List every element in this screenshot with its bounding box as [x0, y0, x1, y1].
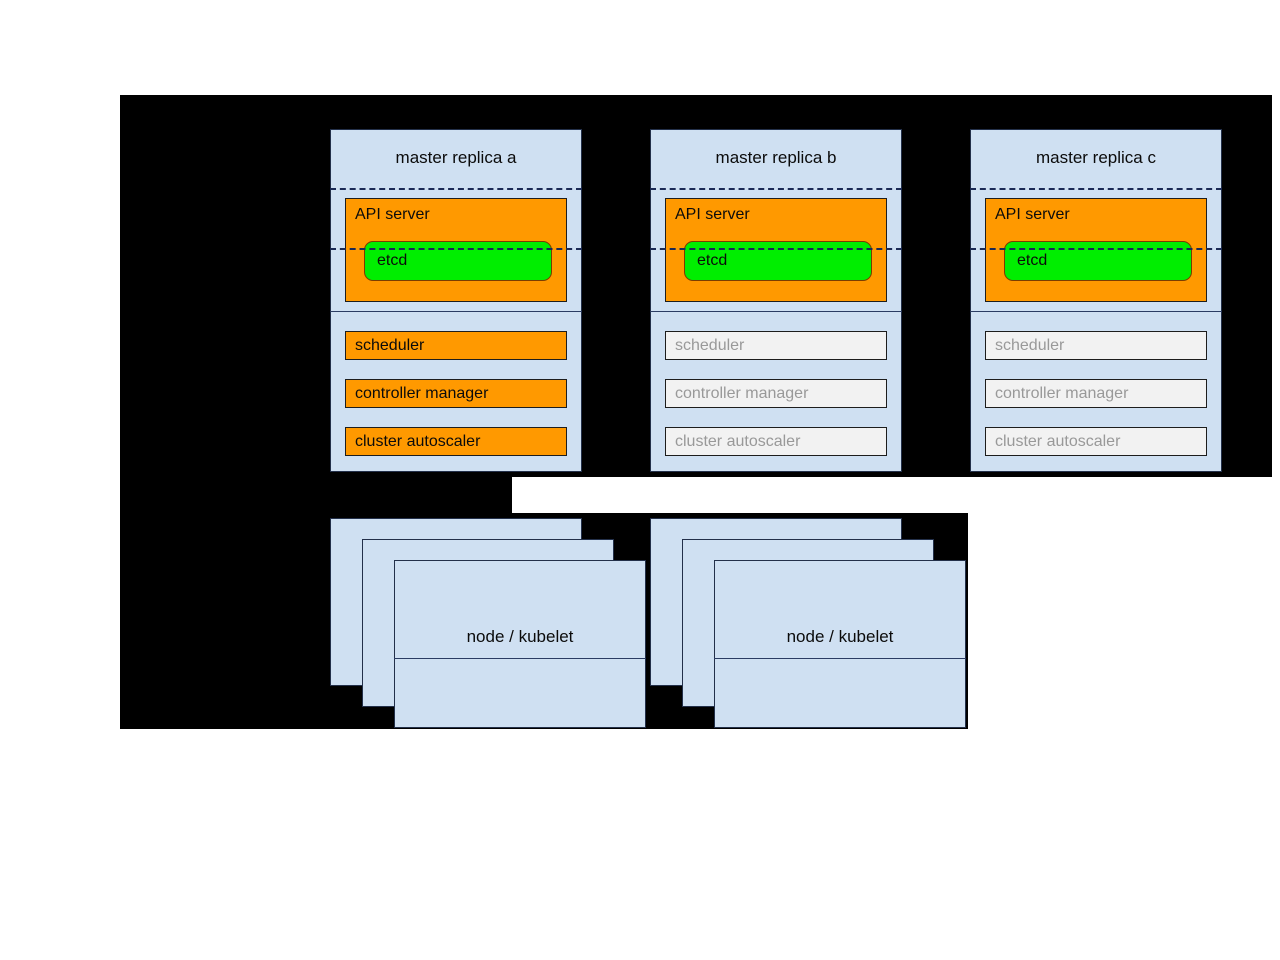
replica-b-api-etcd-separator	[650, 248, 902, 250]
replica-a-controller-manager[interactable]: controller manager	[345, 379, 567, 408]
replica-b-api-server-label: API server	[675, 206, 750, 223]
replica-b-etcd[interactable]: etcd	[684, 241, 872, 281]
backdrop-midband	[120, 477, 512, 513]
replica-c-api-etcd-separator	[970, 248, 1222, 250]
replica-a-api-server-label: API server	[355, 206, 430, 223]
replica-a-api-etcd-separator	[330, 248, 582, 250]
replica-a-scheduler[interactable]: scheduler	[345, 331, 567, 360]
node-stack-1-label: node / kubelet	[466, 627, 574, 646]
node-stack-1[interactable]: node / kubelet	[330, 518, 646, 728]
replica-b-scheduler[interactable]: scheduler	[665, 331, 887, 360]
node-stack-2-card-front[interactable]: node / kubelet	[714, 560, 966, 728]
master-replica-a-title: master replica a	[395, 148, 517, 167]
replica-c-header-separator	[970, 188, 1222, 190]
node-stack-2-separator	[714, 658, 966, 659]
replica-c-controller-manager[interactable]: controller manager	[985, 379, 1207, 408]
node-stack-1-card-front[interactable]: node / kubelet	[394, 560, 646, 728]
replica-a-cluster-autoscaler[interactable]: cluster autoscaler	[345, 427, 567, 456]
replica-b-cluster-autoscaler[interactable]: cluster autoscaler	[665, 427, 887, 456]
replica-a-etcd[interactable]: etcd	[364, 241, 552, 281]
master-replica-c-title: master replica c	[1036, 148, 1156, 167]
replica-a-header-separator	[330, 188, 582, 190]
replica-b-api-server[interactable]: API server etcd	[665, 198, 887, 302]
replica-c-cluster-autoscaler[interactable]: cluster autoscaler	[985, 427, 1207, 456]
master-replica-b-title: master replica b	[715, 148, 837, 167]
replica-c-scheduler[interactable]: scheduler	[985, 331, 1207, 360]
node-stack-1-separator	[394, 658, 646, 659]
node-stack-2[interactable]: node / kubelet	[650, 518, 966, 728]
replica-c-api-server[interactable]: API server etcd	[985, 198, 1207, 302]
replica-b-header-separator	[650, 188, 902, 190]
replica-c-api-server-label: API server	[995, 206, 1070, 223]
master-replica-a[interactable]: master replica a API server etcd schedul…	[330, 129, 582, 472]
master-replica-c[interactable]: master replica c API server etcd schedul…	[970, 129, 1222, 472]
replica-b-controller-manager[interactable]: controller manager	[665, 379, 887, 408]
node-stack-2-label: node / kubelet	[786, 627, 894, 646]
replica-a-control-plane-separator	[330, 311, 582, 312]
replica-c-etcd[interactable]: etcd	[1004, 241, 1192, 281]
replica-b-control-plane-separator	[650, 311, 902, 312]
master-replica-b[interactable]: master replica b API server etcd schedul…	[650, 129, 902, 472]
replica-a-api-server[interactable]: API server etcd	[345, 198, 567, 302]
replica-c-control-plane-separator	[970, 311, 1222, 312]
